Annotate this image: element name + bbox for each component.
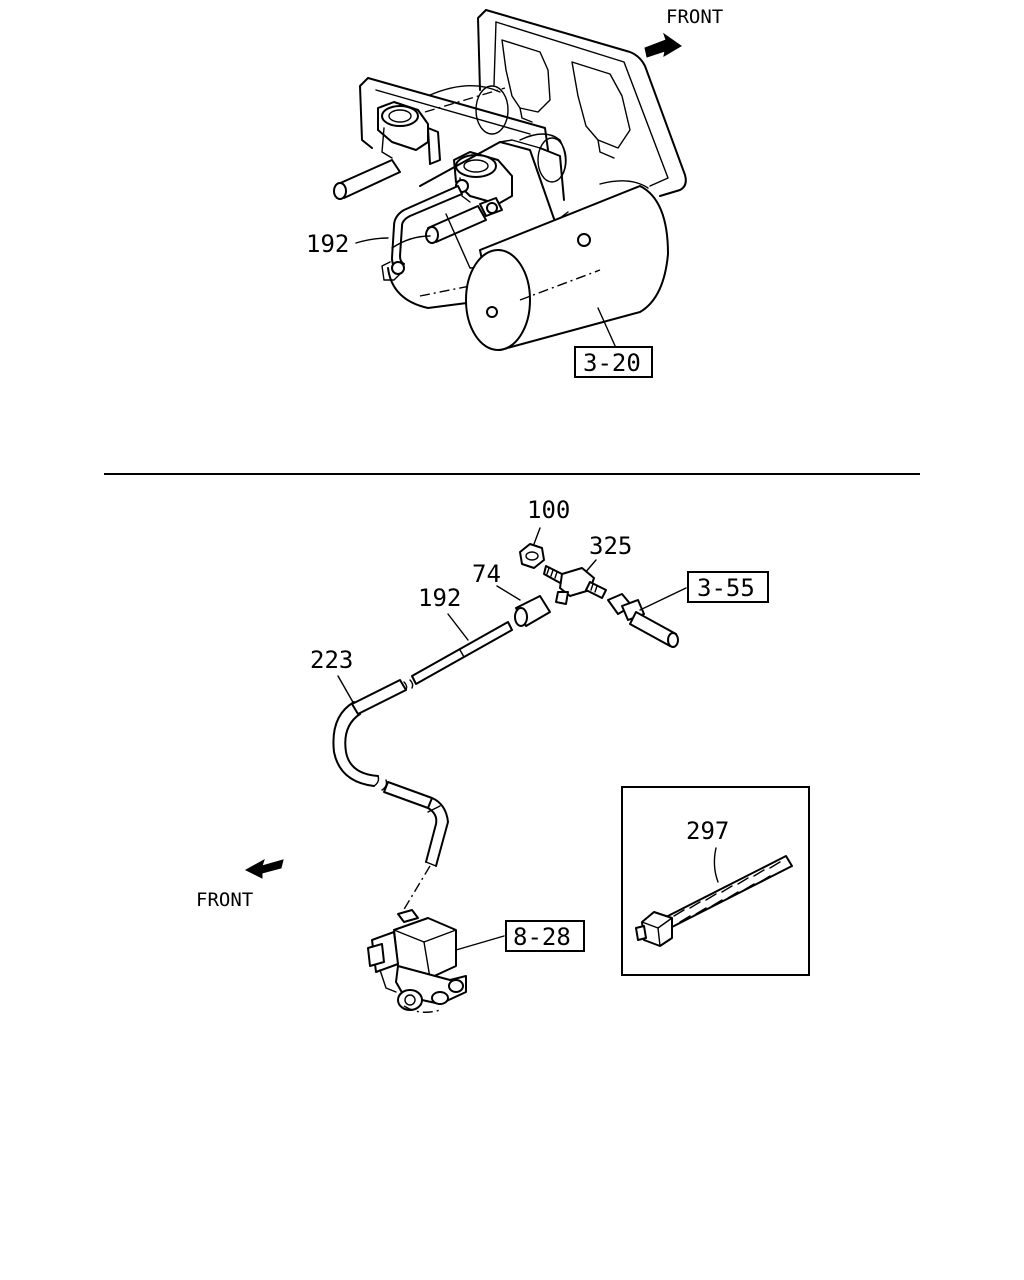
lower-front-arrow-icon: [244, 858, 284, 879]
ref-3-20-label: 3-20: [583, 349, 641, 377]
ref-3-55-leader: [639, 587, 687, 611]
lower-callout-192: 192: [418, 584, 461, 612]
lower-callout-100-leader: [533, 527, 541, 545]
valve-assembly: [367, 909, 467, 1013]
bracket-frame: [359, 9, 687, 197]
hose-223: [332, 679, 449, 867]
lower-callout-223-leader: [337, 675, 355, 705]
lower-view: 100 325 74: [196, 496, 810, 1013]
ref-3-55-label: 3-55: [697, 574, 755, 602]
upper-callout-192: 192: [306, 230, 349, 258]
main-air-tank: [465, 180, 669, 351]
cable-tie-297: [635, 855, 793, 947]
ref-8-28-box: [505, 920, 585, 952]
hose-to-valve-centerline: [399, 865, 431, 917]
lower-callout-192-leader: [447, 613, 469, 641]
inset-callout-297: 297: [686, 817, 729, 845]
inset-callout-297-leader: [713, 847, 719, 883]
ref-8-28-leader: [455, 935, 505, 951]
tee-union-325: [543, 565, 607, 605]
lower-front-label: FRONT: [196, 889, 253, 911]
left-lower-tank: [387, 235, 491, 309]
upper-view: FRONT: [306, 6, 723, 378]
inset-border: [621, 786, 810, 976]
lower-callout-223: 223: [310, 646, 353, 674]
inset-panel: 297: [621, 786, 810, 976]
upper-pipe-192: [381, 185, 463, 281]
ref-3-20-box: [574, 346, 653, 378]
upper-front-arrow-icon: [644, 32, 682, 58]
lower-callout-74-leader: [496, 585, 521, 601]
lower-callout-325: 325: [589, 532, 632, 560]
left-valve-mount: [333, 101, 441, 200]
lower-pipe-192: [411, 621, 513, 685]
pipe-fitting-3-55: [607, 593, 679, 648]
lower-callout-100: 100: [527, 496, 570, 524]
ref-3-55-box: [687, 571, 769, 603]
sleeve-74: [514, 595, 551, 627]
lower-callout-74: 74: [472, 560, 501, 588]
ref-8-28-label: 8-28: [513, 923, 571, 951]
ref-3-20-leader: [597, 307, 617, 349]
upper-front-label: FRONT: [666, 6, 723, 28]
upper-callout-192-leader: [355, 237, 389, 244]
rear-air-tank: [424, 84, 567, 183]
nut-100: [519, 543, 545, 569]
